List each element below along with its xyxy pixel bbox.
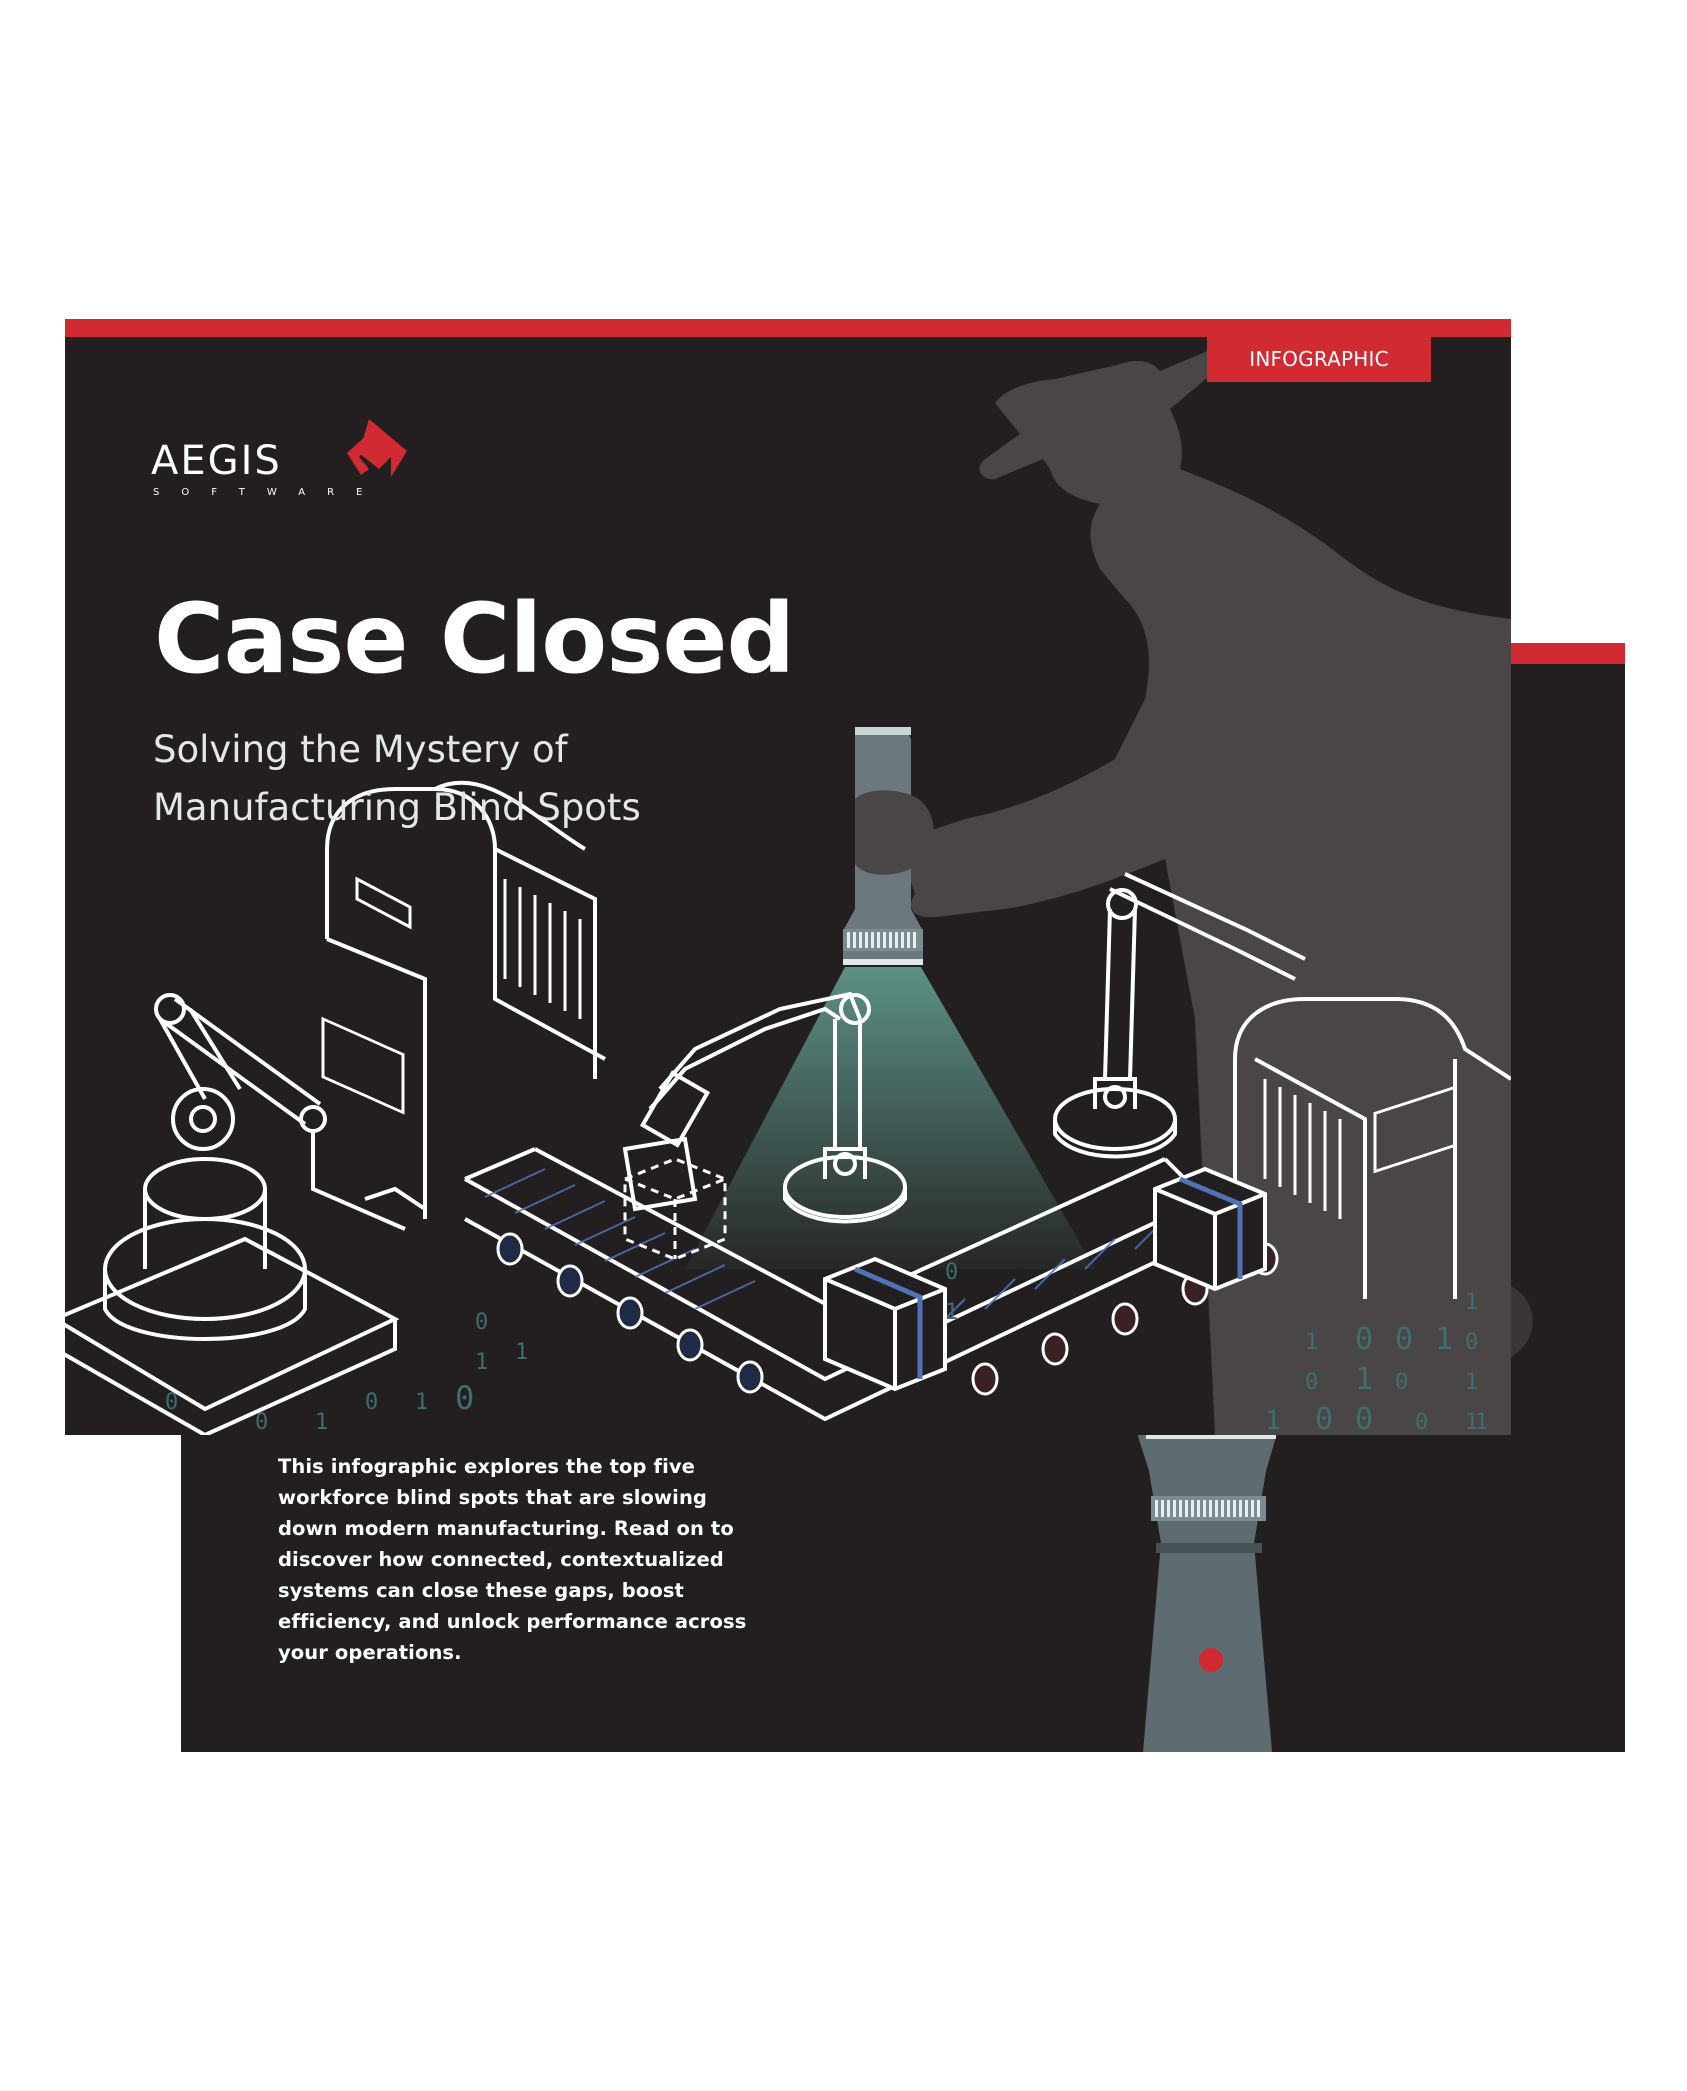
svg-text:1: 1 xyxy=(1465,1370,1478,1395)
logo-wordmark: AEGIS xyxy=(151,438,282,484)
svg-text:0: 0 xyxy=(1415,1410,1428,1435)
infographic-tag: INFOGRAPHIC xyxy=(1207,337,1431,382)
aegis-logo: AEGIS SOFTWARE xyxy=(151,417,421,507)
factory-illustration: 011 010 001 01 001 10 101 100 01 011 xyxy=(65,346,1511,1435)
svg-text:1: 1 xyxy=(515,1340,528,1365)
svg-text:1: 1 xyxy=(1355,1362,1373,1397)
svg-text:0: 0 xyxy=(365,1390,378,1415)
svg-text:1: 1 xyxy=(1475,1410,1488,1435)
svg-text:0: 0 xyxy=(1395,1322,1413,1357)
svg-text:1: 1 xyxy=(1465,1410,1478,1435)
intro-paragraph: This infographic explores the top five w… xyxy=(278,1455,747,1664)
svg-text:0: 0 xyxy=(1395,1370,1408,1395)
page-title: Case Closed xyxy=(154,583,795,695)
svg-text:0: 0 xyxy=(945,1260,958,1285)
svg-text:0: 0 xyxy=(255,1410,268,1435)
svg-text:0: 0 xyxy=(1315,1402,1333,1435)
logo-subtitle: SOFTWARE xyxy=(153,487,385,498)
svg-text:1: 1 xyxy=(1435,1322,1453,1357)
svg-text:0: 0 xyxy=(1355,1322,1373,1357)
svg-text:0: 0 xyxy=(455,1379,474,1417)
page-subtitle: Solving the Mystery of Manufacturing Bli… xyxy=(153,728,641,829)
svg-text:0: 0 xyxy=(475,1310,488,1335)
svg-text:0: 0 xyxy=(1355,1402,1373,1435)
svg-text:1: 1 xyxy=(1265,1406,1281,1435)
svg-text:1: 1 xyxy=(945,1300,958,1325)
svg-text:1: 1 xyxy=(415,1390,428,1415)
aegis-logo-icon xyxy=(347,419,407,477)
svg-text:0: 0 xyxy=(1305,1370,1318,1395)
svg-text:0: 0 xyxy=(1465,1330,1478,1355)
svg-text:1: 1 xyxy=(315,1410,328,1435)
svg-text:1: 1 xyxy=(1305,1330,1318,1355)
top-red-bar xyxy=(65,319,1511,337)
svg-text:1: 1 xyxy=(475,1350,488,1375)
svg-text:0: 0 xyxy=(165,1390,178,1415)
svg-text:1: 1 xyxy=(1465,1290,1478,1315)
